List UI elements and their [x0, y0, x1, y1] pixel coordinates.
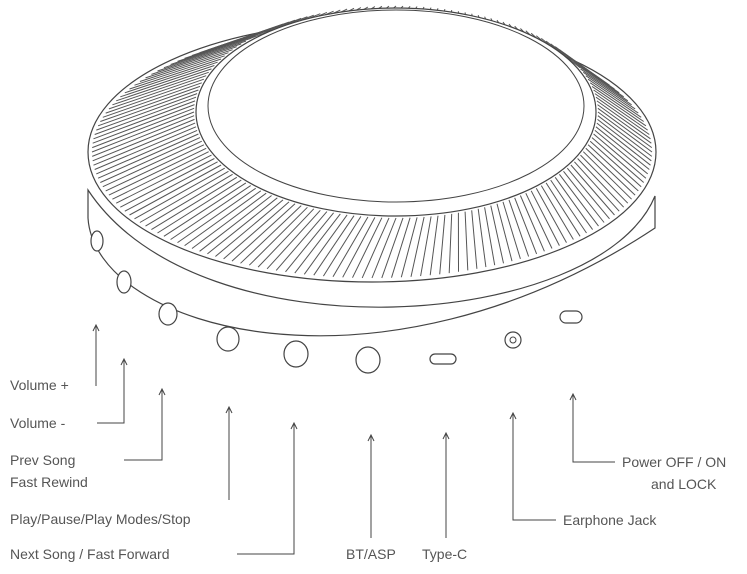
button-prev-song: [159, 303, 177, 325]
label-next-song: Next Song / Fast Forward: [10, 545, 170, 563]
label-type-c: Type-C: [422, 545, 467, 563]
port-earphone-jack-inner: [510, 337, 516, 343]
button-volume-down: [117, 271, 131, 293]
leader-earphone-jack: [513, 414, 556, 520]
top-surface: [208, 10, 584, 202]
leader-volume-down: [97, 360, 124, 423]
label-volume-up: Volume +: [10, 376, 69, 394]
label-power-off-on: Power OFF / ON: [622, 453, 726, 471]
port-type-c: [430, 354, 456, 364]
label-prev-song: Prev Song: [10, 451, 75, 469]
label-volume-down: Volume -: [10, 414, 65, 432]
label-earphone-jack: Earphone Jack: [563, 511, 656, 529]
label-fast-rewind: Fast Rewind: [10, 473, 88, 491]
leader-next-song: [237, 424, 294, 554]
label-and-lock: and LOCK: [651, 475, 716, 493]
label-bt-asp: BT/ASP: [346, 545, 396, 563]
button-volume-up: [91, 231, 103, 251]
button-next-song: [284, 341, 308, 367]
button-play-pause: [217, 327, 239, 351]
leader-prev-song: [124, 390, 162, 460]
label-play-pause: Play/Pause/Play Modes/Stop: [10, 510, 191, 528]
leader-power: [573, 395, 615, 462]
switch-power-lock: [560, 311, 582, 323]
button-bt-asp: [356, 347, 380, 373]
